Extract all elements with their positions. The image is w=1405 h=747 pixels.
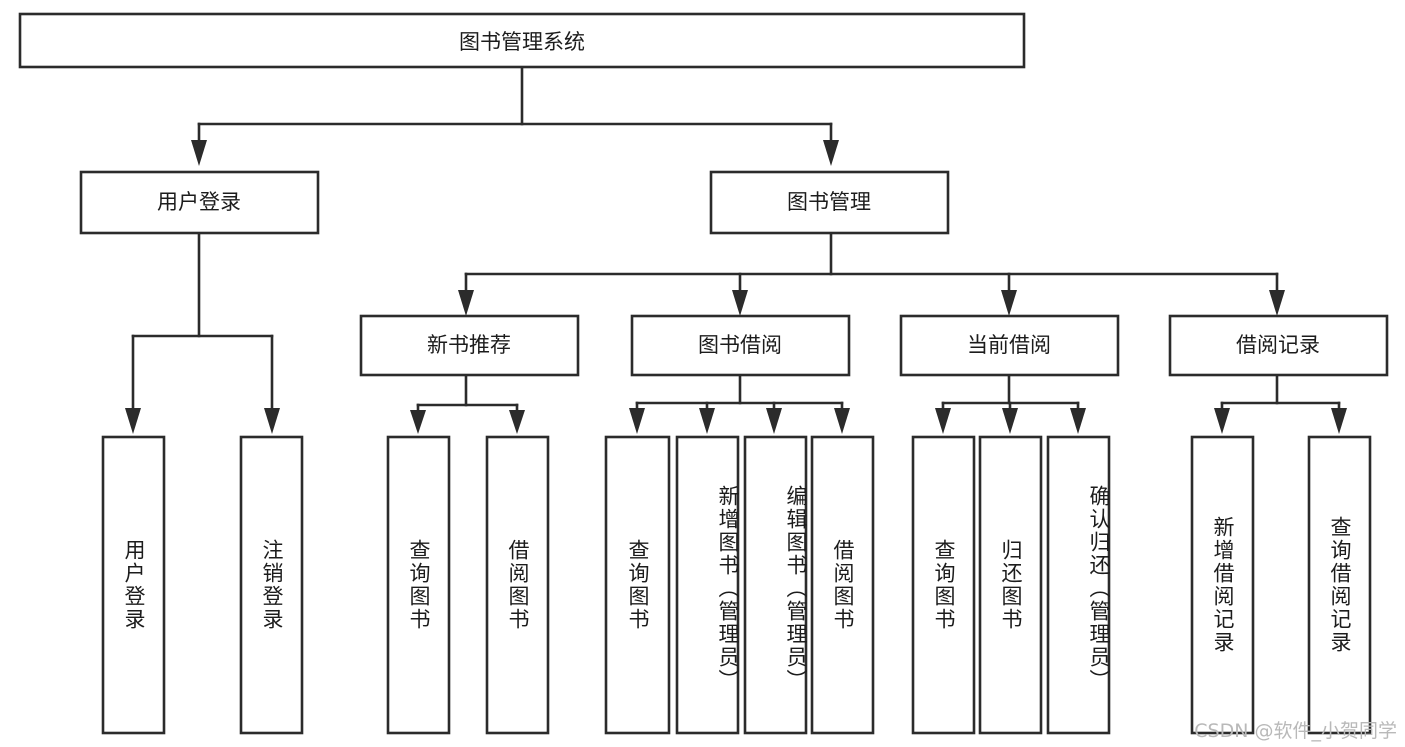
leaf-box-user-login[interactable] bbox=[101, 435, 166, 735]
book-management-box[interactable] bbox=[709, 170, 950, 235]
leaf-box-br-query-record[interactable] bbox=[1307, 435, 1372, 735]
leaf-boxes-user-login bbox=[101, 435, 304, 735]
arrow-head-bb-leaf-2 bbox=[699, 408, 715, 434]
arrow-head-current-borrow bbox=[1001, 290, 1017, 316]
watermark-text: CSDN @软件_小贺同学 bbox=[1194, 720, 1397, 742]
arrow-head-cb-leaf-2 bbox=[1002, 408, 1018, 434]
leaf-box-logout[interactable] bbox=[239, 435, 304, 735]
root-label: 图书管理系统 bbox=[459, 30, 585, 54]
borrow-record-label: 借阅记录 bbox=[1236, 333, 1320, 357]
arrow-head-borrow-record bbox=[1269, 290, 1285, 316]
node-book-borrow[interactable]: 图书借阅 bbox=[630, 314, 851, 377]
leaf-boxes-new-book-recommend bbox=[386, 435, 550, 735]
arrow-head-leaf-logout bbox=[264, 408, 280, 434]
arrow-head-book-mgmt bbox=[823, 140, 839, 166]
leaf-box-bb-edit-book[interactable] bbox=[743, 435, 808, 735]
current-borrow-box[interactable] bbox=[899, 314, 1120, 377]
leaf-box-nbr-borrow-book[interactable] bbox=[485, 435, 550, 735]
arrow-head-cb-leaf-1 bbox=[935, 408, 951, 434]
arrow-head-br-leaf-2 bbox=[1331, 408, 1347, 434]
node-current-borrow[interactable]: 当前借阅 bbox=[899, 314, 1120, 377]
leaf-boxes-book-borrow bbox=[604, 435, 875, 735]
connectors-current-borrow-to-leaves bbox=[935, 373, 1086, 434]
connectors-borrow-record-to-leaves bbox=[1214, 373, 1347, 434]
leaf-box-br-add-record[interactable] bbox=[1190, 435, 1255, 735]
root-box[interactable] bbox=[18, 12, 1026, 69]
node-user-login[interactable]: 用户登录 bbox=[79, 170, 320, 235]
arrow-head-bb-leaf-1 bbox=[629, 408, 645, 434]
leaf-boxes-borrow-record bbox=[1190, 435, 1372, 735]
book-borrow-label: 图书借阅 bbox=[698, 333, 782, 357]
leaf-box-bb-query-book[interactable] bbox=[604, 435, 671, 735]
book-borrow-box[interactable] bbox=[630, 314, 851, 377]
node-book-management[interactable]: 图书管理 bbox=[709, 170, 950, 235]
arrow-head-nbr-leaf-2 bbox=[509, 410, 525, 434]
node-new-book-recommend[interactable]: 新书推荐 bbox=[359, 314, 580, 377]
arrow-head-book-borrow bbox=[732, 290, 748, 316]
arrow-head-user-login bbox=[191, 140, 207, 166]
borrow-record-box[interactable] bbox=[1168, 314, 1389, 377]
arrow-head-new-book-recommend bbox=[458, 290, 474, 316]
connectors-book-mgmt-to-level3 bbox=[458, 231, 1285, 316]
connectors-root-to-level2 bbox=[191, 65, 839, 166]
connectors-user-login-to-leaves bbox=[125, 231, 280, 434]
connectors-book-borrow-to-leaves bbox=[629, 373, 850, 434]
connectors-new-book-recommend-to-leaves bbox=[410, 373, 525, 434]
user-login-box[interactable] bbox=[79, 170, 320, 235]
arrow-head-bb-leaf-4 bbox=[834, 408, 850, 434]
arrow-head-nbr-leaf-1 bbox=[410, 410, 426, 434]
arrow-head-cb-leaf-3 bbox=[1070, 408, 1086, 434]
new-book-recommend-label: 新书推荐 bbox=[427, 333, 511, 357]
node-borrow-record[interactable]: 借阅记录 bbox=[1168, 314, 1389, 377]
leaf-box-cb-query-book[interactable] bbox=[911, 435, 976, 735]
leaf-box-nbr-query-book[interactable] bbox=[386, 435, 451, 735]
leaf-box-bb-add-book[interactable] bbox=[675, 435, 740, 735]
arrow-head-br-leaf-1 bbox=[1214, 408, 1230, 434]
current-borrow-label: 当前借阅 bbox=[967, 333, 1051, 357]
node-root[interactable]: 图书管理系统 bbox=[18, 12, 1026, 69]
new-book-recommend-box[interactable] bbox=[359, 314, 580, 377]
leaf-box-bb-borrow-book[interactable] bbox=[810, 435, 875, 735]
arrow-head-bb-leaf-3 bbox=[766, 408, 782, 434]
user-login-label: 用户登录 bbox=[157, 190, 241, 214]
leaf-boxes-current-borrow bbox=[911, 435, 1111, 735]
arrow-head-leaf-user-login bbox=[125, 408, 141, 434]
book-management-label: 图书管理 bbox=[787, 190, 871, 214]
leaf-box-cb-return-book[interactable] bbox=[978, 435, 1043, 735]
leaf-box-cb-confirm-return[interactable] bbox=[1046, 435, 1111, 735]
